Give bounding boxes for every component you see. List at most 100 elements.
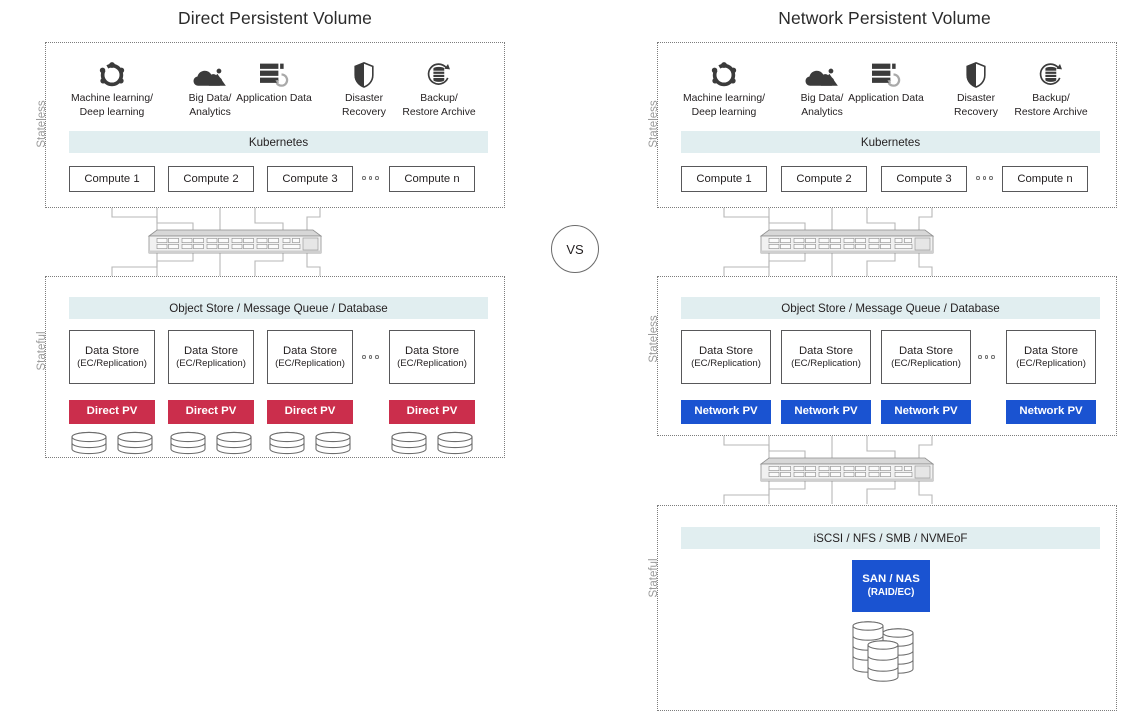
right-stateful-side-label: Stateful <box>648 558 660 598</box>
right-data-store-ellipsis <box>978 355 995 359</box>
icon-label-line1: Big Data/ <box>188 93 232 104</box>
right-data-store-1: Data Store (EC/Replication) <box>681 330 771 384</box>
compute-node-label: Compute n <box>1017 172 1073 185</box>
left-disk-pair-n <box>389 431 475 457</box>
icon-item-disaster-recovery: Disaster Recovery <box>944 55 1008 119</box>
left-data-store-1: Data Store (EC/Replication) <box>69 330 155 384</box>
cloud-analytics-icon <box>170 55 250 89</box>
left-pv-chip-3: Direct PV <box>267 400 353 424</box>
data-store-name: Data Store <box>183 344 238 357</box>
icon-label-line1: Machine learning/ <box>682 93 766 104</box>
right-pv-chip-3: Network PV <box>881 400 971 424</box>
left-pv-chip-n: Direct PV <box>389 400 475 424</box>
icon-item-machine-learning: Machine learning/ Deep learning <box>674 55 774 119</box>
icon-item-disaster-recovery: Disaster Recovery <box>332 55 396 119</box>
data-store-sub: (EC/Replication) <box>397 358 467 370</box>
icon-label-line1: Machine learning/ <box>70 93 154 104</box>
right-upper-switch-wiring <box>657 205 1117 279</box>
right-compute-node-1: Compute 1 <box>681 166 767 192</box>
icon-item-backup-restore: Backup/ Restore Archive <box>392 55 486 119</box>
pv-chip-label: Network PV <box>794 405 858 418</box>
data-store-sub: (EC/Replication) <box>891 358 961 370</box>
server-sync-icon <box>840 55 932 89</box>
right-data-store-2: Data Store (EC/Replication) <box>781 330 871 384</box>
left-kubernetes-banner: Kubernetes <box>69 131 488 153</box>
icon-label-line1: Backup/ <box>1032 93 1070 104</box>
left-column-title: Direct Persistent Volume <box>177 8 372 28</box>
right-services-banner: Object Store / Message Queue / Database <box>681 297 1100 319</box>
right-stateless-top-side-label: Stateless <box>648 100 660 148</box>
right-data-store-n: Data Store (EC/Replication) <box>1006 330 1096 384</box>
icon-label-line1: Application Data <box>236 93 312 104</box>
data-store-name: Data Store <box>84 344 139 357</box>
storage-array-sub: (RAID/EC) <box>867 586 915 598</box>
icon-label-line2: Analytics <box>189 106 231 118</box>
compute-node-label: Compute 3 <box>282 172 338 185</box>
right-compute-node-2: Compute 2 <box>781 166 867 192</box>
icon-label-line1: Backup/ <box>420 93 458 104</box>
shield-icon <box>332 55 396 89</box>
left-compute-node-2: Compute 2 <box>168 166 254 192</box>
left-disk-pair-2 <box>168 431 254 457</box>
compute-node-label: Compute 1 <box>84 172 140 185</box>
icon-label-line1: Disaster <box>956 93 996 104</box>
data-store-sub: (EC/Replication) <box>176 358 246 370</box>
data-store-sub: (EC/Replication) <box>791 358 861 370</box>
icon-item-backup-restore: Backup/ Restore Archive <box>1004 55 1098 119</box>
network-switch-graphic <box>759 457 935 482</box>
icon-item-big-data: Big Data/ Analytics <box>170 55 250 119</box>
data-store-name: Data Store <box>404 344 459 357</box>
pv-chip-label: Direct PV <box>284 405 336 418</box>
left-compute-node-n: Compute n <box>389 166 475 192</box>
shield-icon <box>944 55 1008 89</box>
left-data-store-ellipsis <box>362 355 379 359</box>
data-store-sub: (EC/Replication) <box>77 358 147 370</box>
icon-label-line1: Application Data <box>848 93 924 104</box>
icon-item-application-data: Application Data <box>228 55 320 106</box>
storage-array-name: SAN / NAS <box>862 573 920 586</box>
pv-chip-label: Network PV <box>1019 405 1083 418</box>
icon-item-application-data: Application Data <box>840 55 932 106</box>
left-data-store-3: Data Store (EC/Replication) <box>267 330 353 384</box>
data-store-name: Data Store <box>798 344 853 357</box>
backup-restore-icon <box>392 55 486 89</box>
right-compute-ellipsis <box>976 176 993 180</box>
left-disk-pair-1 <box>69 431 155 457</box>
left-stateful-side-label: Stateful <box>36 331 48 371</box>
left-disk-pair-3 <box>267 431 353 457</box>
pv-chip-label: Direct PV <box>406 405 458 418</box>
left-pv-chip-2: Direct PV <box>168 400 254 424</box>
storage-array-block: SAN / NAS (RAID/EC) <box>852 560 930 612</box>
right-protocol-banner: iSCSI / NFS / SMB / NVMEoF <box>681 527 1100 549</box>
icon-label-line2: Deep learning <box>691 106 757 118</box>
data-store-name: Data Store <box>698 344 753 357</box>
data-store-sub: (EC/Replication) <box>1016 358 1086 370</box>
left-switch-wiring <box>45 205 505 279</box>
left-compute-node-1: Compute 1 <box>69 166 155 192</box>
gear-ring-icon <box>674 55 774 89</box>
server-sync-icon <box>228 55 320 89</box>
compute-node-label: Compute 2 <box>183 172 239 185</box>
compute-node-label: Compute 1 <box>696 172 752 185</box>
icon-label-line1: Big Data/ <box>800 93 844 104</box>
left-data-store-2: Data Store (EC/Replication) <box>168 330 254 384</box>
left-services-banner: Object Store / Message Queue / Database <box>69 297 488 319</box>
icon-label-line2: Restore Archive <box>402 106 476 118</box>
icon-item-machine-learning: Machine learning/ Deep learning <box>62 55 162 119</box>
icon-label-line1: Disaster <box>344 93 384 104</box>
right-lower-switch-wiring <box>657 433 1117 507</box>
right-stateless-mid-side-label: Stateless <box>648 315 660 363</box>
right-compute-node-n: Compute n <box>1002 166 1088 192</box>
icon-label-line2: Recovery <box>954 106 998 118</box>
icon-item-big-data: Big Data/ Analytics <box>782 55 862 119</box>
data-store-sub: (EC/Replication) <box>691 358 761 370</box>
pv-chip-label: Direct PV <box>86 405 138 418</box>
icon-label-line2: Deep learning <box>79 106 145 118</box>
left-data-store-n: Data Store (EC/Replication) <box>389 330 475 384</box>
right-column-title: Network Persistent Volume <box>778 8 991 28</box>
data-store-name: Data Store <box>898 344 953 357</box>
cloud-analytics-icon <box>782 55 862 89</box>
compute-node-label: Compute n <box>404 172 460 185</box>
left-compute-node-3: Compute 3 <box>267 166 353 192</box>
